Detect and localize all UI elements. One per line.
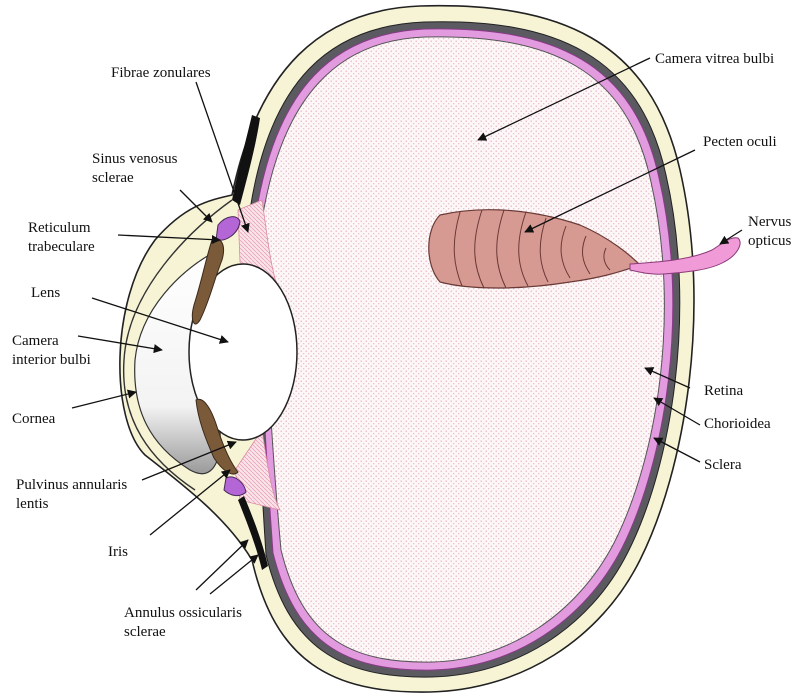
label-sinus-venosus-line2: sclerae (92, 169, 177, 188)
label-fibrae-zonulares: Fibrae zonulares (111, 64, 211, 83)
label-nervus-opticus: Nervus opticus (748, 213, 791, 251)
label-reticulum-line2: trabeculare (28, 238, 95, 257)
label-sinus-venosus: Sinus venosus sclerae (92, 150, 177, 188)
label-cornea: Cornea (12, 410, 55, 429)
label-iris: Iris (108, 543, 128, 562)
label-sclera: Sclera (704, 456, 741, 475)
label-annulus-ossicularis-sclerae: Annulus ossicularis sclerae (124, 604, 242, 642)
label-sinus-venosus-line1: Sinus venosus (92, 150, 177, 169)
label-chorioidea: Chorioidea (704, 415, 771, 434)
label-camera-interior-line2: interior bulbi (12, 351, 91, 370)
label-annulus-line2: sclerae (124, 623, 242, 642)
label-nervus-opticus-line2: opticus (748, 232, 791, 251)
leader-annulus-1 (196, 540, 248, 590)
label-camera-vitrea-bulbi: Camera vitrea bulbi (655, 50, 774, 69)
label-lens: Lens (31, 284, 60, 303)
label-pulvinus-line2: lentis (16, 495, 127, 514)
label-camera-interior-line1: Camera (12, 332, 91, 351)
label-nervus-opticus-line1: Nervus (748, 213, 791, 232)
label-reticulum-trabeculare: Reticulum trabeculare (28, 219, 95, 257)
label-pulvinus-annularis-lentis: Pulvinus annularis lentis (16, 476, 127, 514)
label-reticulum-line1: Reticulum (28, 219, 95, 238)
label-pecten-oculi: Pecten oculi (703, 133, 777, 152)
label-retina: Retina (704, 382, 743, 401)
label-pulvinus-line1: Pulvinus annularis (16, 476, 127, 495)
label-camera-interior-bulbi: Camera interior bulbi (12, 332, 91, 370)
label-annulus-line1: Annulus ossicularis (124, 604, 242, 623)
leader-annulus-2 (210, 555, 258, 594)
